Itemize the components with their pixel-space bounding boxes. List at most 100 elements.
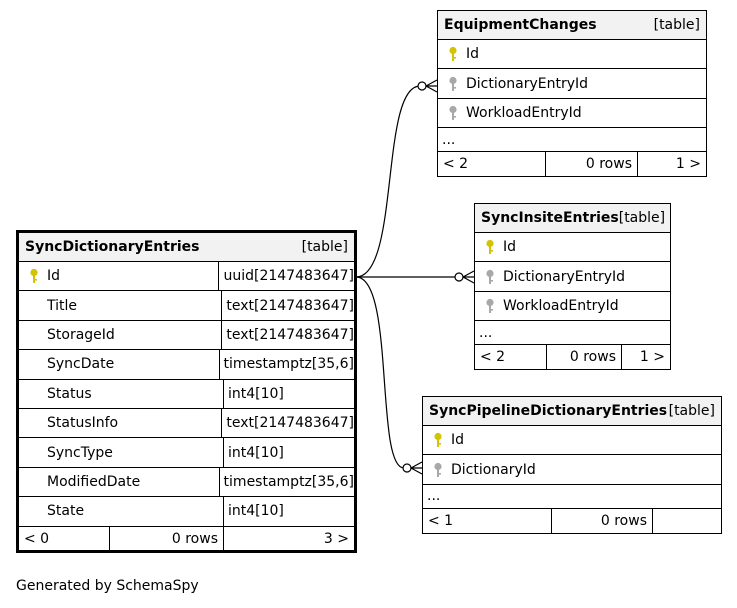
column-cell: SyncDate [19, 350, 219, 378]
footer-children: 3 > [223, 526, 354, 551]
column-type: text[2147483647] [221, 291, 354, 320]
key-icon [23, 268, 45, 284]
column-row[interactable]: ModifiedDate timestamptz[35,6] [19, 467, 354, 498]
column-name: StorageId [47, 326, 115, 343]
column-type: text[2147483647] [221, 408, 354, 438]
column-row[interactable]: DictionaryEntryId [438, 69, 706, 99]
column-row[interactable]: DictionaryId [423, 455, 721, 485]
column-row[interactable]: WorkloadEntryId [475, 292, 670, 322]
column-row[interactable]: SyncType int4[10] [19, 438, 354, 468]
column-name: Id [503, 239, 517, 256]
table-footer: < 2 0 rows 1 > [475, 345, 670, 370]
more-columns: ... [475, 321, 670, 346]
table-name: EquipmentChanges [444, 17, 597, 33]
footer-parents: < 2 [480, 349, 506, 366]
table-kind: [table] [618, 210, 666, 226]
key-icon [442, 76, 464, 92]
column-row[interactable]: Id [423, 426, 721, 456]
column-name: SyncDate [47, 356, 115, 373]
edge-end-circle [402, 463, 412, 473]
key-icon [479, 298, 501, 314]
column-name: Title [47, 297, 78, 314]
table-header: EquipmentChanges [table] [438, 11, 706, 40]
column-type: timestamptz[35,6] [218, 467, 354, 497]
column-row[interactable]: Title text[2147483647] [19, 291, 354, 321]
key-icon [479, 269, 501, 285]
column-cell: DictionaryId [423, 455, 721, 483]
edge-end-circle [417, 81, 427, 91]
column-type: int4[10] [223, 379, 354, 408]
footer-parents: < 2 [443, 156, 469, 173]
column-name: DictionaryEntryId [503, 268, 626, 285]
table-footer: < 0 0 rows 3 > [19, 526, 354, 551]
footer-parents: < 0 [24, 530, 50, 547]
column-type: text[2147483647] [221, 320, 354, 350]
edge-end-circle [454, 272, 464, 282]
column-name: ModifiedDate [47, 473, 141, 490]
table-kind: [table] [653, 17, 700, 33]
column-name: DictionaryEntryId [466, 75, 589, 92]
key-icon [427, 432, 449, 448]
key-icon [427, 462, 449, 478]
column-row[interactable]: DictionaryEntryId [475, 262, 670, 292]
column-type: int4[10] [223, 438, 354, 467]
column-name: SyncType [47, 444, 113, 461]
table-name: SyncPipelineDictionaryEntries [429, 403, 668, 419]
table-header: SyncInsiteEntries [table] [475, 204, 670, 233]
column-cell: StorageId [19, 321, 221, 349]
column-cell: Id [438, 40, 706, 68]
column-row[interactable]: Status int4[10] [19, 379, 354, 409]
table-sync-pipeline-dictionary-entries[interactable]: SyncPipelineDictionaryEntries [table] Id… [422, 396, 722, 534]
more-columns: ... [423, 485, 721, 509]
table-header: SyncPipelineDictionaryEntries [table] [423, 397, 721, 426]
column-name: StatusInfo [47, 415, 119, 432]
column-cell: SyncType [19, 438, 223, 466]
table-name: SyncDictionaryEntries [25, 239, 200, 255]
column-cell: Id [475, 233, 670, 261]
table-footer: < 2 0 rows 1 > [438, 152, 706, 177]
column-type: int4[10] [223, 497, 354, 526]
column-row[interactable]: StatusInfo text[2147483647] [19, 408, 354, 439]
column-cell: Title [19, 291, 221, 319]
table-footer: < 1 0 rows [423, 508, 721, 533]
column-type: uuid[2147483647] [218, 262, 354, 291]
table-name: SyncInsiteEntries [481, 210, 619, 226]
column-cell: WorkloadEntryId [475, 292, 670, 320]
column-row[interactable]: StorageId text[2147483647] [19, 320, 354, 351]
footer-parents: < 1 [428, 512, 454, 529]
footer-row-count: 0 rows [546, 345, 621, 370]
column-cell: ModifiedDate [19, 468, 219, 496]
table-header: SyncDictionaryEntries [table] [19, 233, 354, 262]
column-cell: Id [19, 262, 218, 290]
column-cell: DictionaryEntryId [438, 69, 706, 97]
column-row[interactable]: Id [438, 40, 706, 70]
footer-children: 1 > [621, 345, 670, 370]
footer-children [652, 508, 721, 533]
column-cell: DictionaryEntryId [475, 262, 670, 290]
key-icon [479, 239, 501, 255]
column-row[interactable]: Id [475, 233, 670, 263]
column-row[interactable]: WorkloadEntryId [438, 99, 706, 129]
edge-sync-pipeline-dictionary-entries [355, 276, 405, 469]
column-cell: State [19, 497, 223, 525]
footer-row-count: 0 rows [551, 508, 652, 533]
footer-row-count: 0 rows [545, 152, 637, 177]
crowfoot-icon [410, 461, 423, 475]
table-kind: [table] [301, 239, 348, 255]
footer-row-count: 0 rows [109, 526, 223, 551]
crowfoot-icon [425, 79, 438, 93]
column-name: Status [47, 385, 92, 402]
generated-by-label: Generated by SchemaSpy [16, 578, 199, 594]
footer-children: 1 > [637, 152, 706, 177]
column-name: DictionaryId [451, 461, 536, 478]
